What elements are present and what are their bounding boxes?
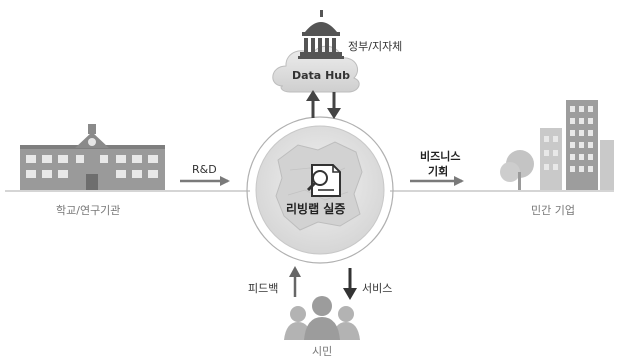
- city-buildings-icon: [500, 100, 614, 190]
- business-label-line2: 기회: [428, 165, 449, 178]
- hub-down-arrow: [327, 92, 341, 119]
- school-label: 학교/연구기관: [56, 204, 121, 217]
- data-hub-label: Data Hub: [292, 69, 350, 82]
- service-arrow: [343, 268, 357, 300]
- company-label: 민간 기업: [531, 204, 575, 217]
- school-building-icon: [20, 124, 165, 190]
- center-label: 리빙랩 실증: [286, 202, 346, 216]
- citizen-label: 시민: [312, 345, 333, 358]
- feedback-arrow: [289, 266, 301, 297]
- service-label: 서비스: [362, 282, 393, 295]
- government-label: 정부/지자체: [348, 40, 403, 53]
- people-icon: [284, 296, 360, 340]
- document-search-icon: [306, 164, 341, 197]
- business-label-line1: 비즈니스: [420, 150, 461, 163]
- feedback-label: 피드백: [248, 282, 279, 295]
- rnd-label: R&D: [192, 163, 217, 176]
- government-building-icon: [298, 10, 344, 59]
- hub-up-arrow: [306, 90, 320, 118]
